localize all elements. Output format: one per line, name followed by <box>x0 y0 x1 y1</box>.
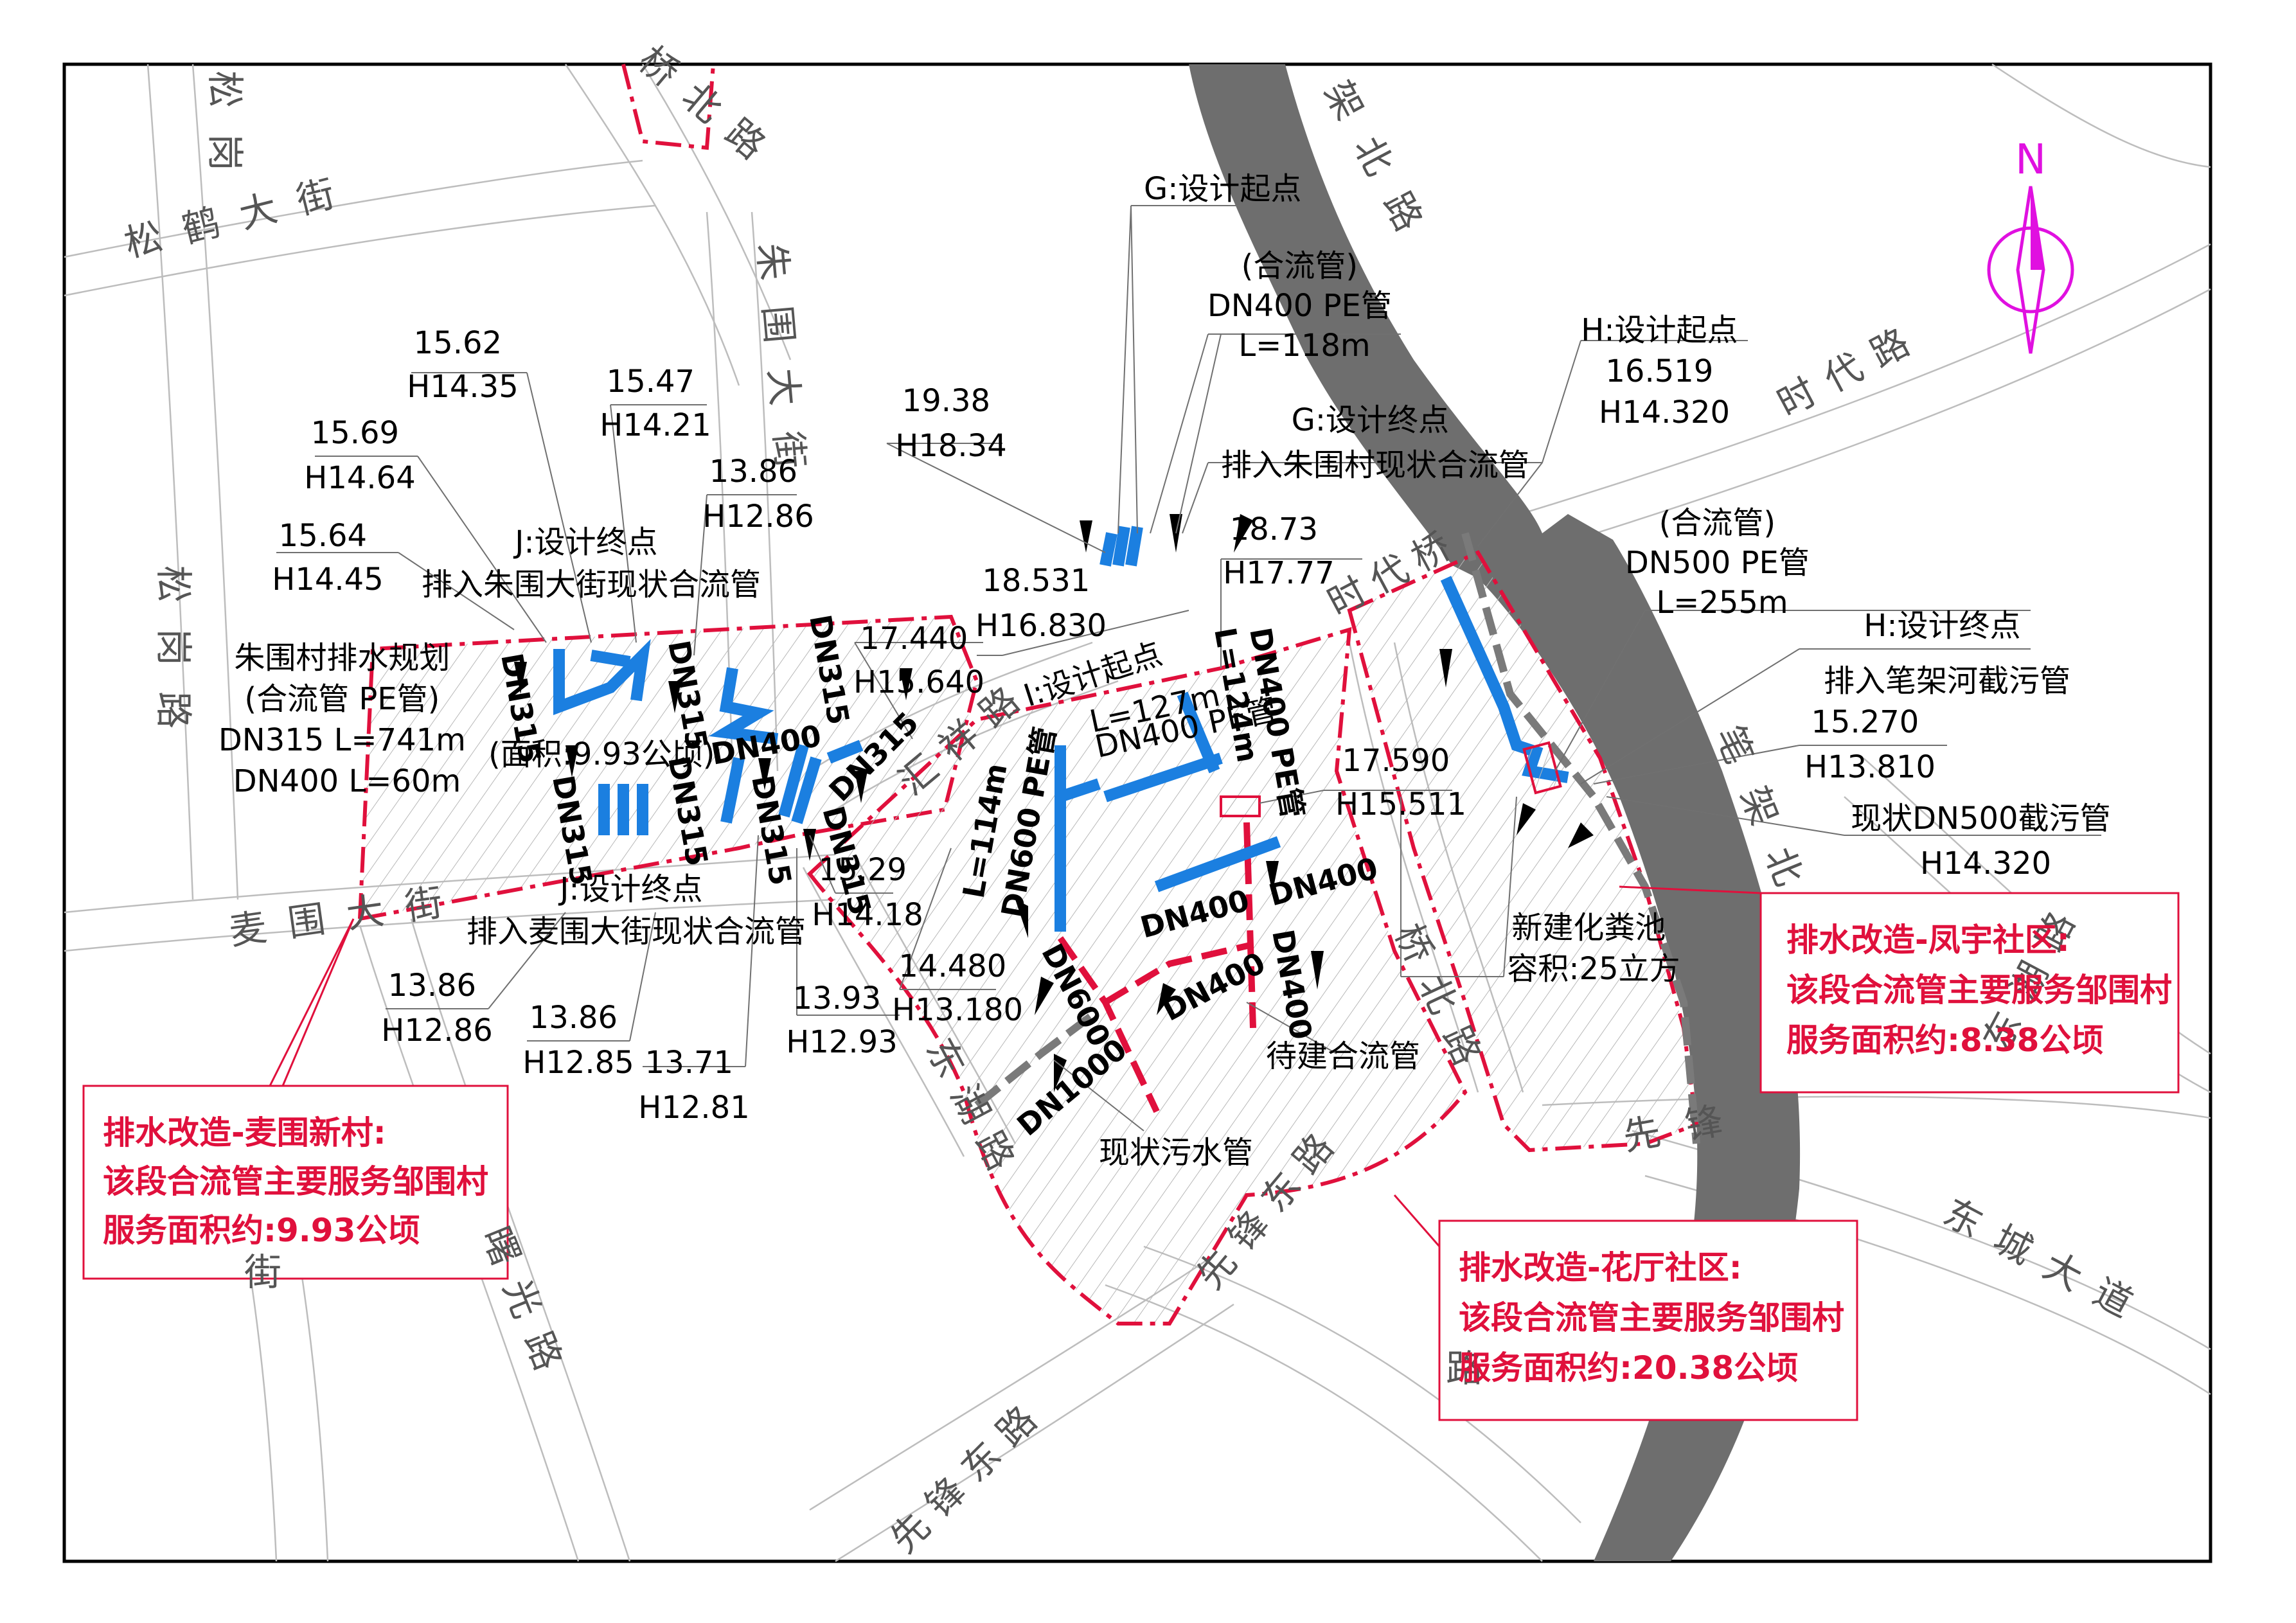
area-info-fengyu: 排水改造-凤宇社区: 该段合流管主要服务邹围村 服务面积约:8.38公顷 <box>1786 921 2183 1059</box>
note-e-1569: 15.69 H14.64 <box>304 415 416 496</box>
connector-fengyu <box>1619 885 1761 894</box>
note-e-1386b: 13.86 H12.86 <box>381 968 493 1049</box>
note-existing-dn500: 现状DN500截污管 H14.320 <box>1851 801 2121 882</box>
area-info: 排水改造-麦围新村: 该段合流管主要服务邹围村 服务面积约:9.93公顷 排水改… <box>103 921 2183 1387</box>
note-e-17590: 17.590 H15.511 <box>1335 743 1466 822</box>
area-box-maiwei <box>82 1085 509 1280</box>
connector-huating <box>1393 1194 1441 1247</box>
note-existing-sewage: 现状污水管 <box>1099 1135 1253 1171</box>
septic-tank <box>1220 795 1261 817</box>
area-box-fengyu <box>1759 892 2180 1094</box>
note-e-1393: 13.93 H12.93 <box>786 980 898 1060</box>
note-e-1386a: 13.86 H12.86 <box>702 454 814 535</box>
note-h-start: H:设计起点 16.519 H14.320 <box>1581 312 1748 430</box>
road-label-jie-frag: 街 <box>244 1250 281 1294</box>
area-box-huating <box>1438 1219 1858 1421</box>
note-j-end-top: J:设计终点 排入朱围大街现状合流管 <box>422 524 761 603</box>
area-info-maiwei: 排水改造-麦围新村: 该段合流管主要服务邹围村 服务面积约:9.93公顷 <box>103 1114 499 1249</box>
note-e-18531: 18.531 H16.830 <box>975 563 1107 644</box>
boundary-top <box>621 64 715 150</box>
note-pending: 待建合流管 <box>1266 1038 1420 1074</box>
note-e-1873: 18.73 H17.77 <box>1223 511 1335 591</box>
note-septic: 新建化粪池 容积:25立方 <box>1507 910 1680 987</box>
note-zhuwei-plan: 朱围村排水规划 (合流管 PE管) DN315 L=741m DN400 L=6… <box>218 640 476 799</box>
existing-sewage-pipe <box>974 1012 1095 1108</box>
note-h-end: H:设计终点 排入笔架河截污管 <box>1824 608 2070 699</box>
pending-pipes <box>1057 822 1256 1113</box>
north-arrow-fill <box>2031 186 2043 270</box>
north-arrow: N <box>1987 136 2074 354</box>
note-e-14480: 14.480 H13.180 <box>892 948 1023 1028</box>
road-label-songgang-road: 松岗路 <box>152 565 195 754</box>
existing-interceptor-pipe <box>1461 532 1700 1144</box>
note-e-1562: 15.62 H14.35 <box>407 325 519 405</box>
note-j-end-bottom: J:设计终点 排入麦围大街现状合流管 <box>467 871 806 950</box>
note-e-1386c: 13.86 H12.85 <box>522 1000 634 1081</box>
north-arrow-label: N <box>2015 136 2046 184</box>
note-e-1564: 15.64 H14.45 <box>272 518 384 598</box>
area-info-huating: 排水改造-花厅社区: 该段合流管主要服务邹围村 服务面积约:20.38公顷 <box>1459 1249 1855 1387</box>
leader-lines <box>276 205 2101 1131</box>
note-g-start: G:设计起点 <box>1144 171 1301 207</box>
note-e-1371: 13.71 H12.81 <box>638 1045 750 1126</box>
note-g-end: G:设计终点 排入朱围村现状合流管 <box>1221 402 1529 483</box>
note-e-17440: 17.440 H15.640 <box>853 621 984 700</box>
note-g-pipe: (合流管) DN400 PE管 L=118m <box>1207 248 1402 364</box>
note-area: (面积:9.93公顷) <box>488 736 715 772</box>
note-e-1547: 15.47 H14.21 <box>600 364 711 443</box>
connector-maiwei <box>269 918 355 1086</box>
road-label-lu-frag: 路 <box>1446 1347 1483 1390</box>
note-e-1529: 15.29 H14.18 <box>812 852 923 933</box>
note-h-pipe: (合流管) DN500 PE管 L=255m <box>1625 505 1819 621</box>
septic-tank-h <box>1522 741 1562 795</box>
road-label-songgang-top: 松岗 <box>203 71 247 197</box>
note-e-1938: 19.38 H18.34 <box>895 383 1007 464</box>
note-h-elev: 15.270 H13.810 <box>1804 704 1936 785</box>
